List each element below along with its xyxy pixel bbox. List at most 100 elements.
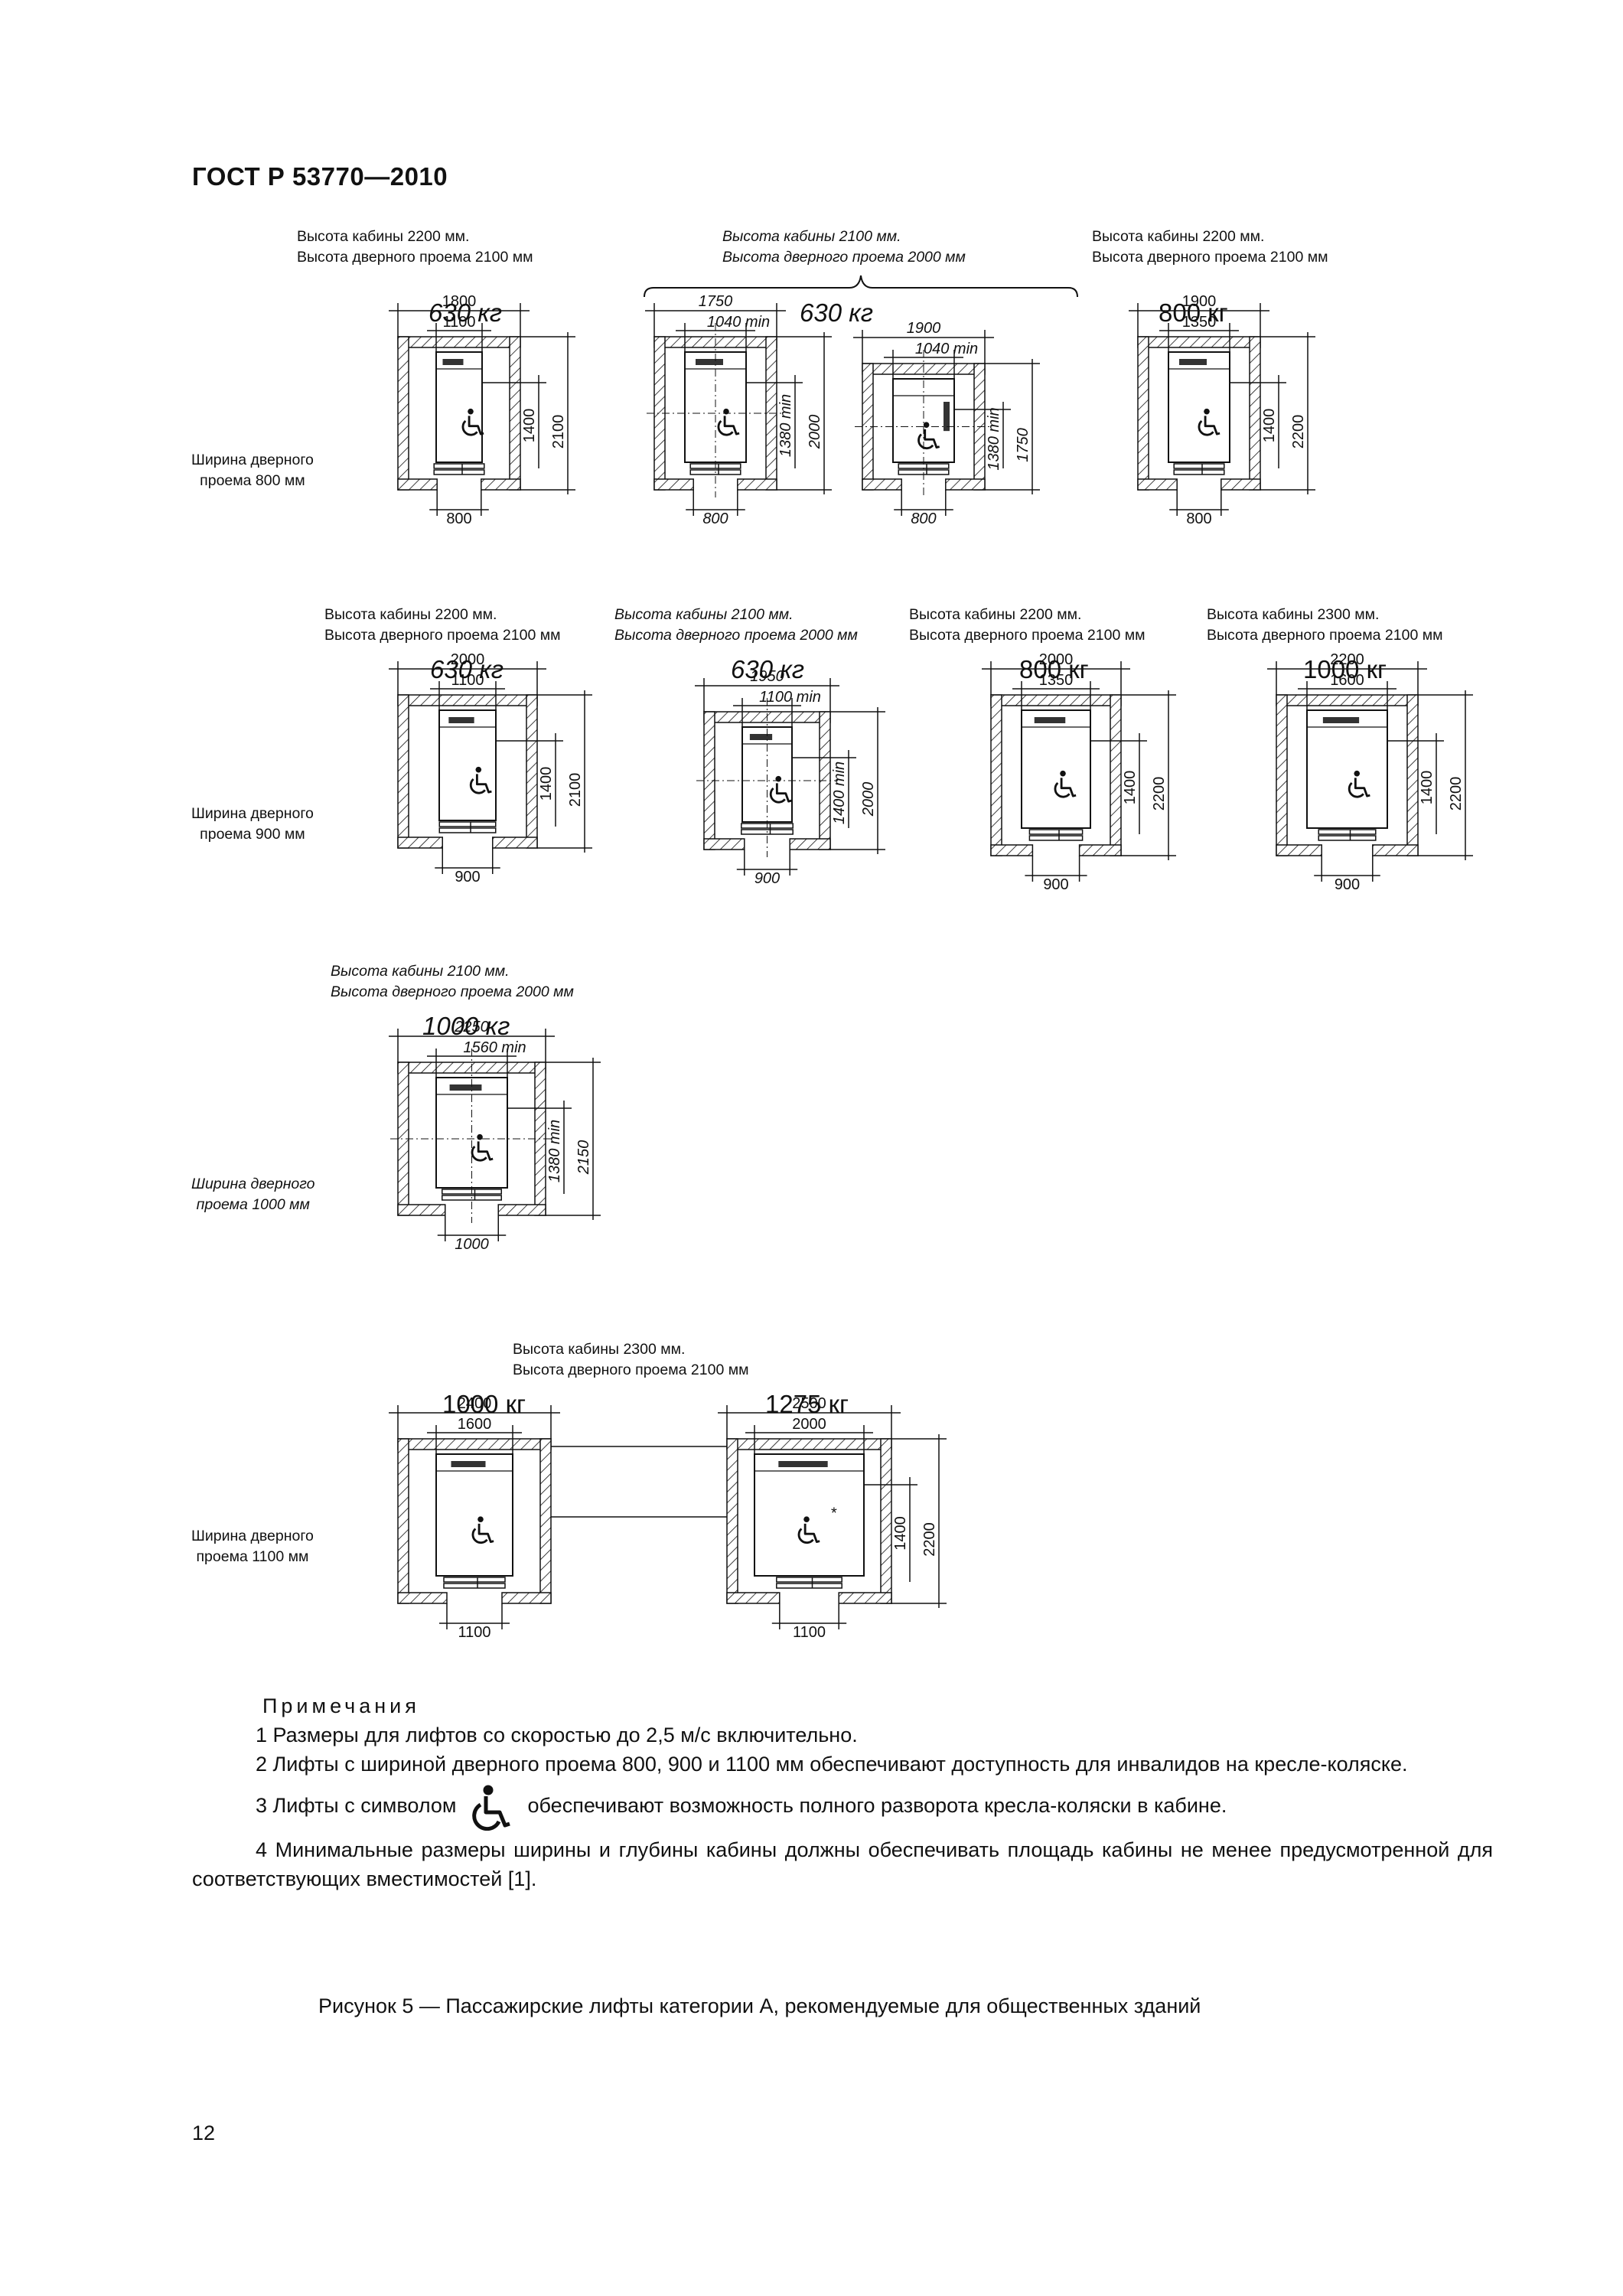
caption-row2-3: Высота кабины 2200 мм. Высота дверного п… bbox=[909, 605, 1146, 646]
wall-segment bbox=[1078, 844, 1122, 856]
wall-segment bbox=[1406, 694, 1419, 856]
cabin-depth-label: 1400 bbox=[1419, 771, 1436, 805]
notes-section: Примечания 1 Размеры для лифтов со скоро… bbox=[192, 1691, 1493, 1893]
control-panel bbox=[1322, 717, 1360, 723]
caption-brace bbox=[644, 275, 1078, 298]
door-width-label-800: Ширина дверного проема 800 мм bbox=[191, 450, 314, 491]
door-width-label-1000: Ширина дверного проема 1000 мм bbox=[191, 1174, 315, 1215]
cabin-door bbox=[1028, 829, 1084, 835]
cabin-outline bbox=[435, 1453, 513, 1577]
door-width-dimension: 800 bbox=[911, 510, 936, 527]
cabin-depth-label: 1400 bbox=[538, 767, 555, 801]
wheelchair-icon bbox=[1348, 770, 1370, 798]
control-panel bbox=[448, 717, 474, 723]
landing-door bbox=[1318, 835, 1377, 841]
landing-door bbox=[1028, 835, 1084, 841]
control-panel bbox=[449, 1084, 482, 1091]
cabin-depth-label: 1400 min bbox=[831, 762, 848, 824]
wheelchair-icon bbox=[469, 766, 492, 794]
caption-line: Высота кабины 2200 мм. bbox=[297, 228, 470, 245]
cabin-depth-label: 1380 min bbox=[546, 1120, 563, 1182]
wheelchair-icon bbox=[1054, 770, 1077, 798]
wall-segment bbox=[726, 1592, 781, 1604]
shaft-depth-label: 2000 bbox=[807, 415, 823, 450]
wall-segment bbox=[1137, 478, 1178, 491]
shaft-depth-label: 2200 bbox=[1151, 777, 1168, 811]
door-width-dimension: 900 bbox=[455, 869, 480, 885]
wall-segment bbox=[501, 1592, 552, 1604]
caption-line: Высота дверного проема 2000 мм bbox=[331, 983, 574, 1000]
cabin-door bbox=[438, 821, 497, 827]
shaft-width-label: 1750 bbox=[699, 293, 733, 310]
shaft-width-label: 1900 bbox=[1182, 293, 1217, 310]
caption-row2-4: Высота кабины 2300 мм. Высота дверного п… bbox=[1207, 605, 1443, 646]
caption-line: Высота дверного проема 2100 мм bbox=[1207, 627, 1443, 644]
caption-row1-right: Высота кабины 2200 мм. Высота дверного п… bbox=[1092, 227, 1328, 268]
shaft-depth-label: 1750 bbox=[1015, 428, 1031, 462]
control-panel bbox=[943, 402, 950, 432]
caption-line: Высота кабины 2200 мм. bbox=[909, 606, 1082, 623]
caption-row1-left: Высота кабины 2200 мм. Высота дверного п… bbox=[297, 227, 533, 268]
wheelchair-icon bbox=[717, 408, 740, 436]
wall-segment bbox=[990, 694, 1002, 856]
cabin-width-label: 1040 min bbox=[915, 341, 978, 357]
door-width-dimension: 900 bbox=[1335, 876, 1360, 893]
wall-segment bbox=[880, 1438, 892, 1604]
door-width-dimension: 800 bbox=[1186, 510, 1211, 527]
caption-line: Высота кабины 2300 мм. bbox=[1207, 606, 1380, 623]
cabin-width-label: 1040 min bbox=[707, 314, 770, 331]
note-3-start: 3 Лифты с символом bbox=[256, 1794, 457, 1818]
wall-segment bbox=[990, 844, 1034, 856]
wall-segment bbox=[1372, 844, 1419, 856]
door-width-label-900: Ширина дверного проема 900 мм bbox=[191, 804, 314, 845]
wall-segment bbox=[737, 478, 777, 491]
wall-segment bbox=[497, 1204, 546, 1216]
side-label-line: Ширина дверного bbox=[191, 805, 314, 822]
note-4: 4 Минимальные размеры ширины и глубины к… bbox=[192, 1838, 1493, 1890]
shaft-width-label: 1800 bbox=[442, 293, 477, 310]
caption-line: Высота кабины 2100 мм. bbox=[614, 606, 794, 623]
landing-door bbox=[776, 1583, 842, 1589]
door-width-dimension: 800 bbox=[702, 510, 728, 527]
cabin-width-label: 1600 bbox=[1330, 672, 1364, 689]
cabin-width-label: 1100 min bbox=[759, 689, 821, 706]
cabin-outline bbox=[438, 709, 497, 821]
wall-segment bbox=[726, 1438, 892, 1450]
landing-door bbox=[442, 1195, 502, 1201]
wheelchair-icon bbox=[1198, 408, 1221, 436]
wall-segment bbox=[397, 694, 409, 849]
wall-segment bbox=[397, 1592, 448, 1604]
side-label-line: Ширина дверного bbox=[191, 1528, 314, 1544]
shaft-depth-label: 2200 bbox=[1290, 415, 1307, 449]
side-label-line: проема 1000 мм bbox=[196, 1196, 310, 1213]
load-label: 630 кг bbox=[800, 298, 874, 327]
door-width-dimension: 1100 bbox=[458, 1624, 490, 1641]
side-label-line: проема 900 мм bbox=[200, 826, 305, 843]
landing-door bbox=[689, 469, 741, 475]
door-width-dimension: 1100 bbox=[793, 1624, 826, 1641]
control-panel bbox=[749, 734, 773, 740]
wall-segment bbox=[397, 1204, 446, 1216]
wheelchair-icon bbox=[471, 1133, 494, 1162]
wall-segment bbox=[492, 837, 538, 849]
cabin-outline bbox=[1168, 351, 1230, 463]
cabin-depth-label: 1400 bbox=[1122, 771, 1139, 805]
door-width-label-1100: Ширина дверного проема 1100 мм bbox=[191, 1526, 314, 1567]
cabin-outline bbox=[754, 1453, 865, 1577]
caption-line: Высота дверного проема 2100 мм bbox=[513, 1362, 749, 1378]
caption-line: Высота дверного проема 2100 мм bbox=[297, 249, 533, 266]
asterisk-mark: * bbox=[831, 1505, 837, 1522]
door-width-dimension: 800 bbox=[446, 510, 471, 527]
shaft-width-label: 1950 bbox=[750, 668, 784, 685]
cabin-depth-label: 1400 bbox=[892, 1516, 909, 1551]
control-panel bbox=[451, 1461, 486, 1467]
caption-line: Высота дверного проема 2000 мм bbox=[614, 627, 858, 644]
shaft-depth-label: 2100 bbox=[567, 773, 584, 807]
cabin-width-label: 1560 min bbox=[463, 1039, 526, 1056]
side-label-line: проема 1100 мм bbox=[196, 1548, 309, 1565]
